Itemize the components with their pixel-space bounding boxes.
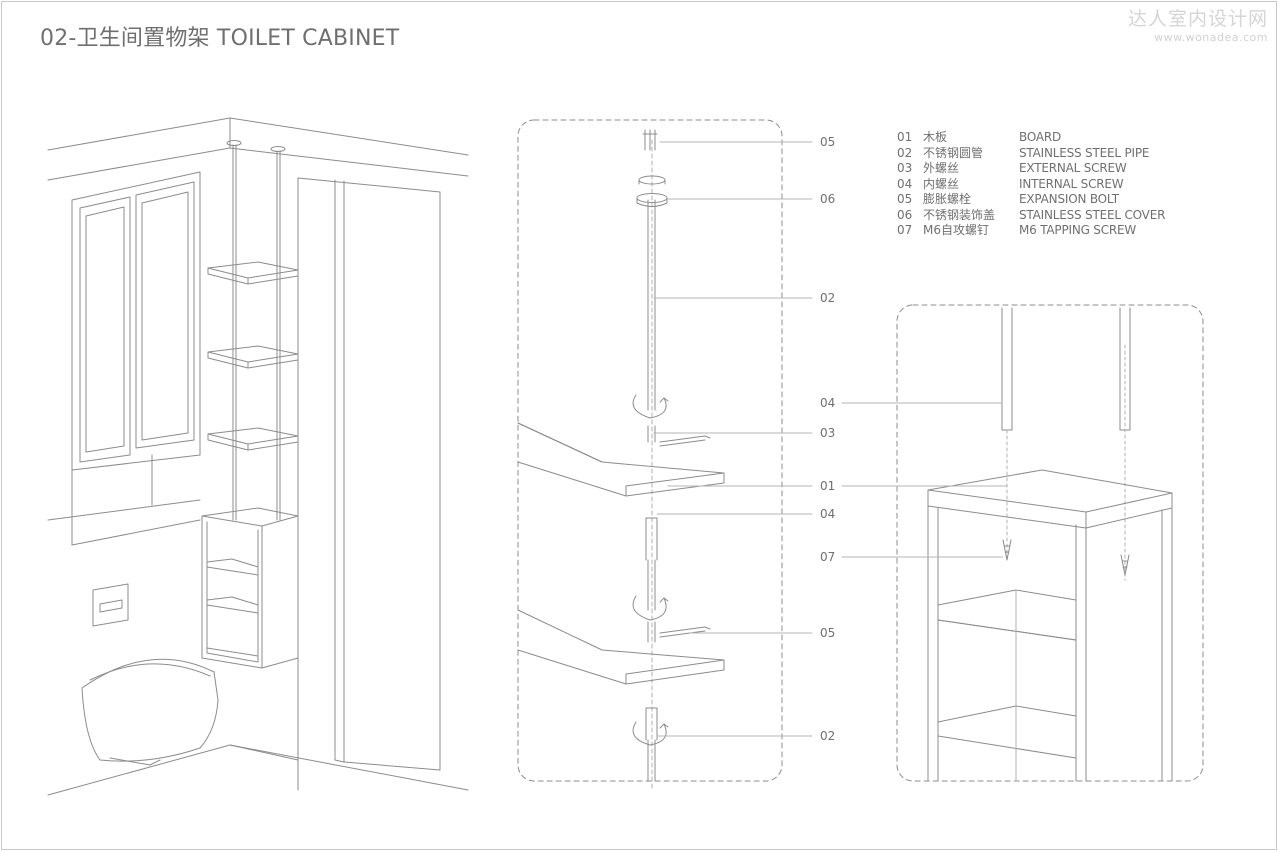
legend-num: 06 bbox=[897, 207, 913, 222]
watermark-cn: 达人室内设计网 bbox=[1127, 8, 1268, 30]
legend-cn: 不锈钢圆管 bbox=[923, 145, 984, 160]
legend-num: 04 bbox=[897, 176, 913, 191]
legend-num: 05 bbox=[897, 192, 913, 206]
legend-num: 02 bbox=[897, 145, 913, 160]
legend-en: EXTERNAL SCREW bbox=[1019, 161, 1127, 175]
exploded-leaders bbox=[653, 141, 813, 737]
callout-exploded-9: 02 bbox=[820, 729, 836, 743]
legend-en: STAINLESS STEEL COVER bbox=[1019, 207, 1166, 222]
legend-en: EXPANSION BOLT bbox=[1019, 192, 1119, 206]
callout-exploded-7: 04 bbox=[820, 507, 836, 521]
watermark-url: www.wonadea.com bbox=[1154, 31, 1268, 44]
legend-row: 04 内螺丝 INTERNAL SCREW bbox=[897, 177, 1165, 193]
detail-frame bbox=[896, 304, 1204, 782]
legend-num: 03 bbox=[897, 161, 913, 175]
legend-row: 02 不锈钢圆管 STAINLESS STEEL PIPE bbox=[897, 146, 1165, 162]
legend-cn: M6自攻螺钉 bbox=[923, 223, 989, 237]
legend-cn: 外螺丝 bbox=[923, 161, 960, 175]
watermark: 达人室内设计网 www.wonadea.com bbox=[1128, 4, 1268, 44]
callout-exploded-5: 03 bbox=[820, 426, 836, 440]
legend-row: 03 外螺丝 EXTERNAL SCREW bbox=[897, 161, 1165, 177]
callout-exploded-8: 05 bbox=[820, 626, 836, 640]
legend-en: BOARD bbox=[1019, 130, 1062, 144]
legend-row: 01 木板 BOARD bbox=[897, 130, 1165, 146]
legend-num: 07 bbox=[897, 223, 913, 237]
callout-exploded-2: 06 bbox=[820, 192, 836, 206]
legend-row: 07 M6自攻螺钉 M6 TAPPING SCREW bbox=[897, 223, 1165, 239]
legend-en: M6 TAPPING SCREW bbox=[1019, 223, 1137, 237]
legend-en: INTERNAL SCREW bbox=[1019, 176, 1124, 191]
legend-cn: 内螺丝 bbox=[923, 176, 960, 191]
legend-cn: 不锈钢装饰盖 bbox=[923, 207, 996, 222]
callout-exploded-4: 04 bbox=[820, 396, 836, 410]
legend-row: 05 膨胀螺栓 EXPANSION BOLT bbox=[897, 192, 1165, 208]
callout-exploded-3: 02 bbox=[820, 291, 836, 305]
legend-cn: 木板 bbox=[923, 130, 948, 144]
page-title: 02-卫生间置物架 TOILET CABINET bbox=[40, 26, 400, 51]
bathroom-perspective bbox=[47, 117, 469, 796]
callout-exploded-1: 05 bbox=[820, 135, 836, 149]
detail-leaders bbox=[841, 402, 1008, 558]
legend-en: STAINLESS STEEL PIPE bbox=[1019, 145, 1150, 160]
callout-exploded-6: 01 bbox=[820, 479, 836, 493]
exploded-frame bbox=[517, 119, 783, 782]
callout-detail-3: 07 bbox=[820, 550, 836, 564]
legend-num: 01 bbox=[897, 130, 913, 144]
detail-view bbox=[841, 304, 1204, 782]
parts-legend: 01 木板 BOARD 02 不锈钢圆管 STAINLESS STEEL PIP… bbox=[897, 130, 1165, 239]
legend-cn: 膨胀螺栓 bbox=[923, 192, 972, 206]
exploded-view bbox=[517, 119, 813, 791]
legend-row: 06 不锈钢装饰盖 STAINLESS STEEL COVER bbox=[897, 208, 1165, 224]
